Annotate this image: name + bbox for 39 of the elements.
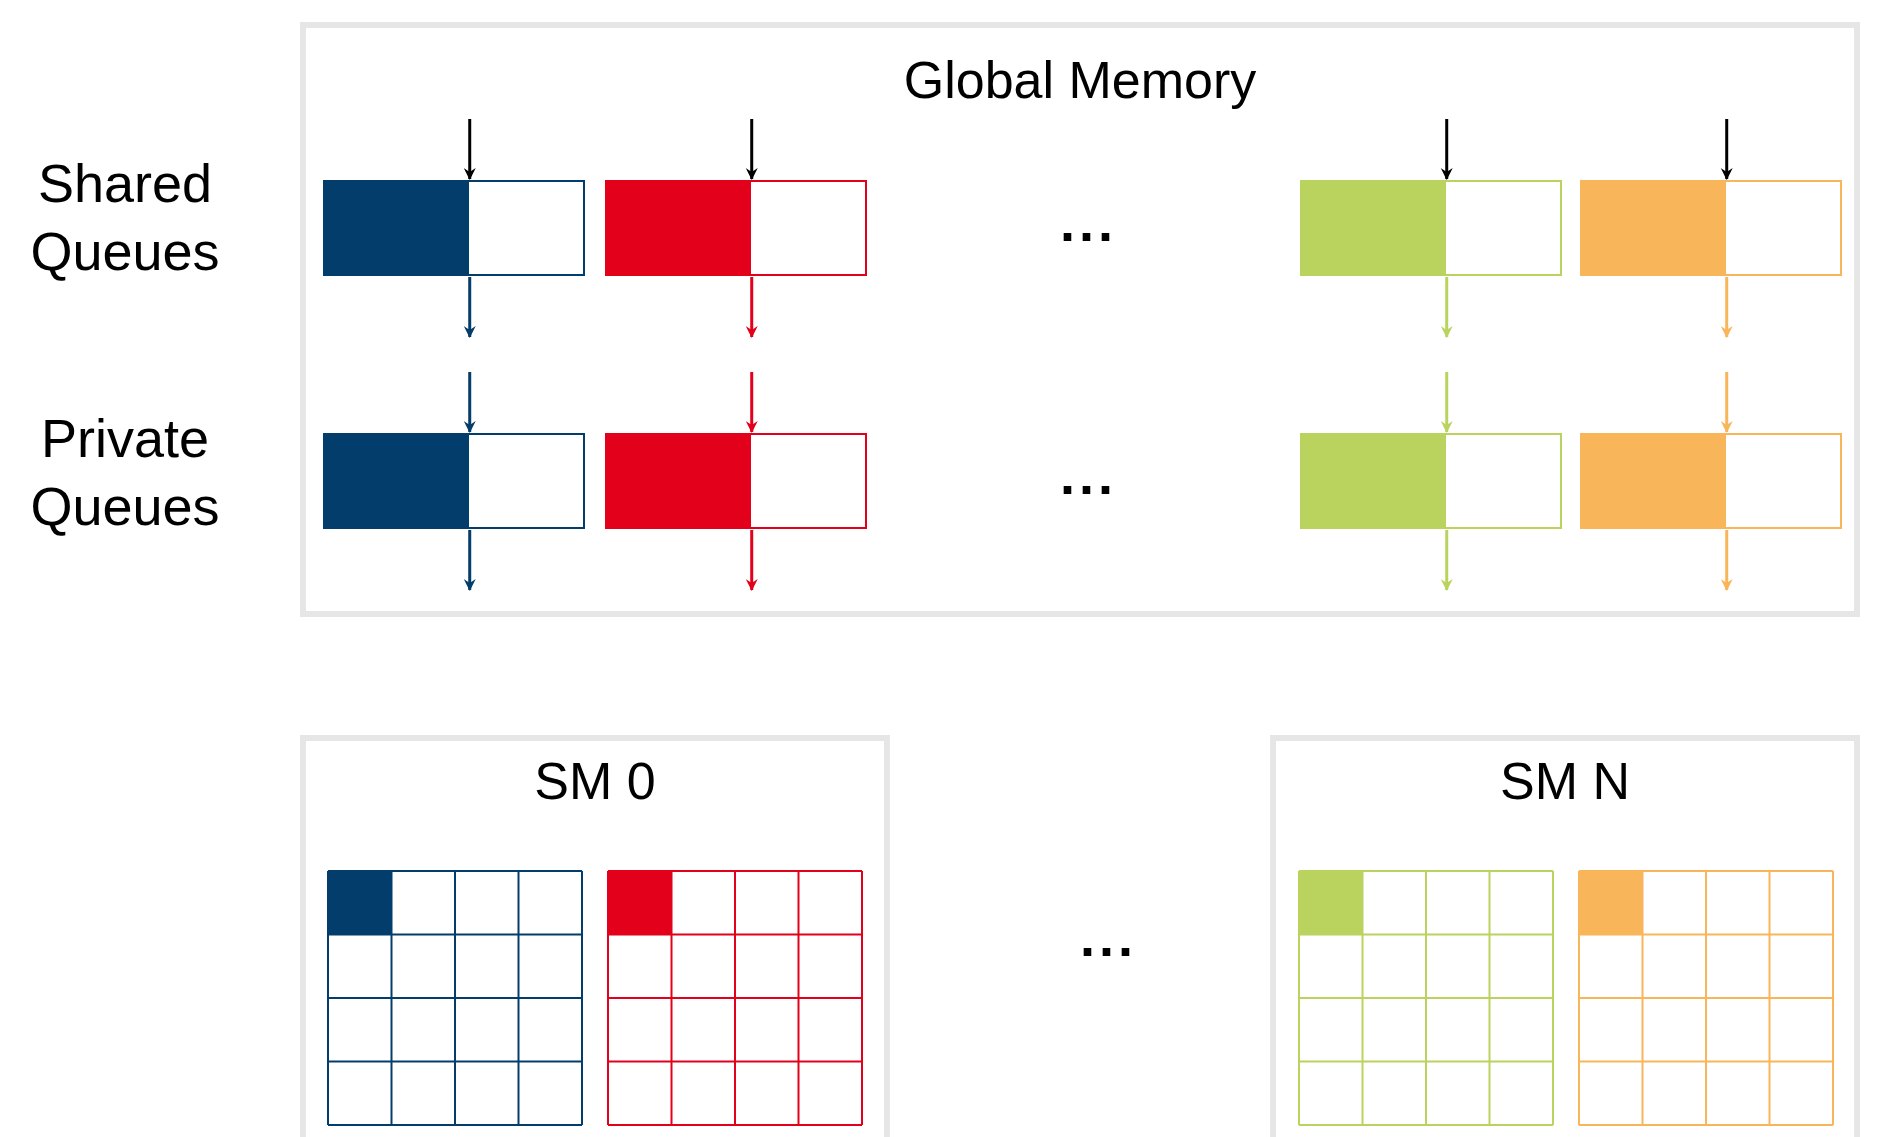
queue-bar xyxy=(323,180,585,276)
arrow xyxy=(463,119,476,180)
processor-panel xyxy=(1270,735,1860,1137)
arrow xyxy=(745,119,758,180)
arrow xyxy=(1440,372,1453,433)
panel-title: SM N xyxy=(1500,751,1630,811)
arrow xyxy=(1440,277,1453,338)
row-label: Shared Queues xyxy=(29,152,221,283)
grid xyxy=(327,870,583,1126)
queue-bar xyxy=(1300,180,1562,276)
arrow xyxy=(1720,277,1733,338)
grid xyxy=(607,870,863,1126)
ellipsis: ... xyxy=(1060,448,1117,502)
queue-bar xyxy=(1580,180,1842,276)
arrow xyxy=(463,277,476,338)
ellipsis: ... xyxy=(1060,195,1117,249)
arrow xyxy=(745,277,758,338)
processor-panel xyxy=(300,735,890,1137)
arrow xyxy=(745,530,758,591)
arrow xyxy=(463,530,476,591)
ellipsis: ... xyxy=(1080,910,1137,964)
arrow xyxy=(1440,119,1453,180)
queue-bar xyxy=(605,433,867,529)
arrow xyxy=(1720,530,1733,591)
row-label: Private Queues xyxy=(29,407,221,538)
grid xyxy=(1298,870,1554,1126)
arrow xyxy=(1720,119,1733,180)
panel-title: SM 0 xyxy=(534,751,656,811)
arrow xyxy=(1720,372,1733,433)
grid xyxy=(1578,870,1834,1126)
queue-bar xyxy=(1580,433,1842,529)
memory-panel xyxy=(300,22,1860,617)
panel-title: Global Memory xyxy=(903,50,1257,110)
arrow xyxy=(1440,530,1453,591)
queue-bar xyxy=(323,433,585,529)
queue-bar xyxy=(605,180,867,276)
arrow xyxy=(463,372,476,433)
queue-bar xyxy=(1300,433,1562,529)
arrow xyxy=(745,372,758,433)
